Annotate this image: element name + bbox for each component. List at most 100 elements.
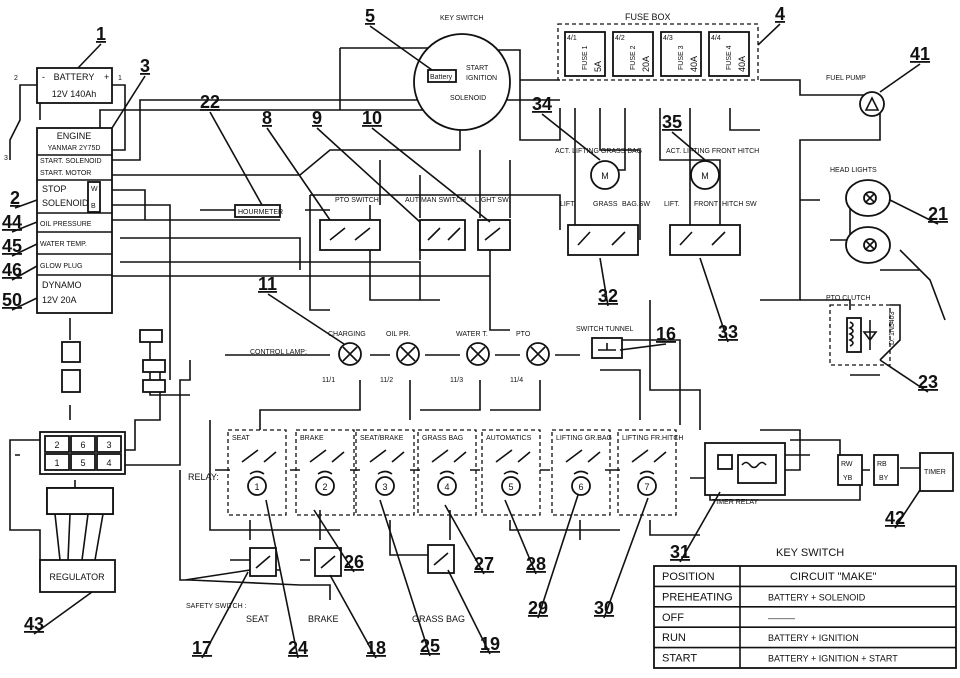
hourmeter: HOURMETER [234, 204, 283, 218]
callout-number: 27 [474, 554, 494, 574]
svg-text:W: W [91, 186, 98, 193]
svg-text:REGULATOR: REGULATOR [49, 572, 105, 582]
callout-number: 44 [2, 212, 22, 232]
fuse-id: 4/3 [663, 35, 673, 42]
connector-pin [70, 435, 96, 453]
wire-harness [9, 47, 946, 600]
callout-number: 41 [910, 44, 930, 64]
callout-35: 35 [662, 112, 706, 161]
fuse-rating: 40A [689, 56, 699, 72]
relay-number: 7 [644, 482, 649, 492]
callout-41: 41 [879, 44, 930, 93]
svg-text:LIGHT SW.: LIGHT SW. [475, 197, 510, 204]
lamp-id: 11/2 [380, 377, 393, 384]
control-lamp-label: CONTROL LAMP: [250, 349, 307, 356]
callout-50: 50 [2, 290, 38, 311]
relay-number: 3 [382, 482, 387, 492]
relay-title: BRAKE [300, 435, 324, 442]
engine-title: ENGINE [57, 131, 92, 141]
callout-number: 10 [362, 108, 382, 128]
callout-34: 34 [532, 94, 601, 161]
callout-42: 42 [885, 489, 921, 529]
dynamo-plugs [61, 329, 166, 393]
table-cell-position: OFF [662, 612, 684, 624]
svg-text:SOLENOID: SOLENOID [42, 198, 89, 208]
svg-text:WATER TEMP.: WATER TEMP. [40, 241, 87, 248]
relay-number: 2 [322, 482, 327, 492]
table-cell-circuit: ——— [768, 613, 795, 623]
svg-text:YB: YB [843, 475, 853, 482]
svg-text:GRASS BAG: GRASS BAG [412, 614, 465, 624]
svg-text:M: M [701, 171, 709, 181]
key-switch: KEY SWITCH Battery START IGNITION SOLENO… [413, 15, 511, 131]
svg-text:BY: BY [879, 475, 889, 482]
fuse-name: FUSE 2 [630, 45, 637, 70]
table-cell-circuit: CIRCUIT "MAKE" [790, 571, 877, 583]
relay-number: 6 [578, 482, 583, 492]
svg-text:-: - [42, 72, 45, 82]
table-cell-position: POSITION [662, 571, 715, 583]
connector-pin-label: 1 [54, 458, 59, 468]
svg-text:LIFT.: LIFT. [560, 201, 576, 208]
relay-1: SEAT 1 [227, 429, 287, 516]
svg-text:ACT. LIFTING GRASS BAG: ACT. LIFTING GRASS BAG [555, 148, 642, 155]
pto-switch: PTO SWITCH [319, 197, 381, 251]
relay-title: AUTOMATICS [486, 435, 532, 442]
key-switch-table: KEY SWITCH [653, 547, 957, 669]
relay-number: 5 [508, 482, 513, 492]
connector-pin [96, 435, 122, 453]
aut-man-switch: AUT-MAN SWITCH [405, 197, 466, 251]
callout-31: 31 [670, 491, 721, 563]
callout-3: 3 [111, 56, 150, 129]
callout-5: 5 [365, 6, 433, 71]
callout-44: 44 [2, 212, 38, 233]
callout-number: 8 [262, 108, 272, 128]
svg-text:1: 1 [118, 75, 122, 82]
callout-33: 33 [699, 257, 738, 343]
lamp-id: 11/4 [510, 377, 523, 384]
callout-11: 11 [258, 274, 345, 345]
callout-number: 11 [258, 274, 277, 294]
connector-pin [96, 453, 122, 471]
svg-text:START. SOLENOID: START. SOLENOID [40, 158, 102, 165]
svg-text:AUT-MAN SWITCH: AUT-MAN SWITCH [405, 197, 466, 204]
lift-switch-32: LIFT. GRASS BAG.SW [560, 201, 650, 256]
callout-number: 16 [656, 324, 676, 344]
callout-number: 2 [10, 188, 20, 208]
callout-43: 43 [24, 591, 93, 635]
connector-pin [44, 435, 70, 453]
svg-text:OIL PRESSURE: OIL PRESSURE [40, 221, 92, 228]
callout-number: 22 [200, 92, 220, 112]
fuse-box: FUSE BOX [557, 12, 759, 81]
fuel-pump: FUEL PUMP [826, 75, 885, 117]
regulator: REGULATOR [39, 487, 116, 593]
callout-25: 25 [379, 499, 440, 657]
table-cell-circuit: BATTERY + IGNITION [768, 633, 859, 643]
svg-text:B: B [91, 203, 96, 210]
fuse-name: FUSE 4 [726, 45, 733, 70]
svg-text:GLOW PLUG: GLOW PLUG [40, 263, 82, 270]
relay-title: SEAT [232, 435, 250, 442]
svg-text:3: 3 [4, 155, 8, 162]
callout-number: 23 [918, 372, 938, 392]
svg-text:12V 20A: 12V 20A [42, 295, 77, 305]
table-cell-position: START [662, 653, 697, 665]
svg-text:START: START [466, 65, 489, 72]
callout-8: 8 [262, 108, 331, 221]
relay-title: LIFTING GR.BAG [556, 435, 612, 442]
svg-text:Battery: Battery [430, 74, 453, 81]
callout-number: 18 [366, 638, 386, 658]
engine-block: ENGINE YANMAR 2Y75D START. SOLENOID STAR… [36, 127, 113, 314]
relay-number: 1 [254, 482, 259, 492]
callout-24: 24 [265, 499, 308, 659]
head-lights: HEAD LIGHTS [830, 167, 891, 264]
svg-text:KEY SWITCH: KEY SWITCH [440, 15, 483, 22]
svg-text:SWITCH TUNNEL: SWITCH TUNNEL [576, 326, 634, 333]
fuse-rating: 5A [593, 61, 603, 72]
svg-text:STOP: STOP [42, 184, 66, 194]
